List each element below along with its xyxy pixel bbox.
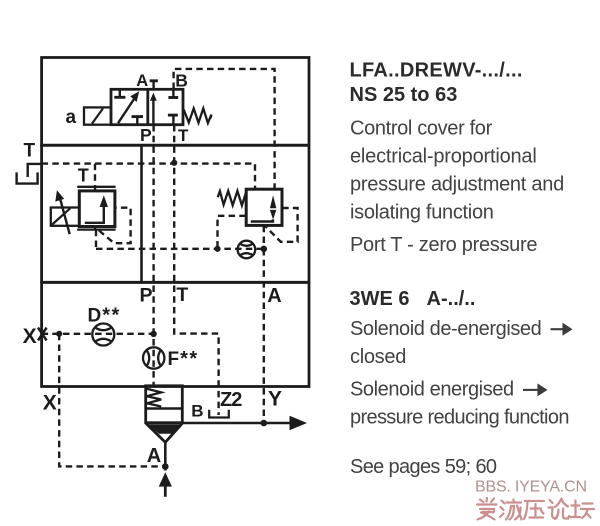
svg-text:3WE 6A-../..: 3WE 6A-../.. — [350, 288, 476, 310]
svg-text:B: B — [191, 401, 203, 420]
svg-text:See pages 59; 60: See pages 59; 60 — [350, 456, 497, 478]
svg-text:NS 25 to 63: NS 25 to 63 — [350, 84, 458, 106]
svg-text:LFA..DREWV-.../...: LFA..DREWV-.../... — [350, 60, 523, 82]
svg-text:X: X — [23, 325, 37, 348]
svg-text:X: X — [43, 391, 57, 414]
svg-text:Z2: Z2 — [220, 389, 242, 411]
svg-text:A: A — [136, 72, 148, 90]
svg-text:Port T - zero pressure: Port T - zero pressure — [350, 234, 537, 256]
svg-text:a: a — [66, 107, 77, 128]
svg-text:isolating function: isolating function — [350, 202, 494, 224]
svg-text:pressure reducing function: pressure reducing function — [350, 407, 569, 429]
svg-text:electrical-proportional: electrical-proportional — [350, 146, 537, 168]
svg-text:Solenoid de-energised: Solenoid de-energised — [350, 318, 541, 340]
svg-text:BBS. IYEYA.CN: BBS. IYEYA.CN — [475, 479, 587, 496]
svg-text:pressure adjustment and: pressure adjustment and — [350, 174, 564, 196]
svg-text:D**: D** — [88, 305, 121, 327]
svg-text:Control cover for: Control cover for — [350, 118, 493, 140]
svg-text:Solenoid energised: Solenoid energised — [350, 379, 514, 401]
svg-text:B: B — [175, 70, 188, 90]
svg-text:T: T — [78, 166, 89, 186]
svg-text:T: T — [178, 126, 189, 145]
svg-text:T: T — [24, 141, 36, 162]
svg-text:T: T — [176, 284, 188, 306]
svg-text:Y: Y — [268, 388, 282, 411]
svg-text:A: A — [267, 285, 281, 307]
svg-text:P: P — [140, 284, 153, 306]
svg-text:A: A — [147, 445, 161, 467]
svg-text:F**: F** — [168, 348, 199, 370]
svg-text:closed: closed — [350, 346, 406, 368]
svg-text:P: P — [140, 125, 152, 145]
